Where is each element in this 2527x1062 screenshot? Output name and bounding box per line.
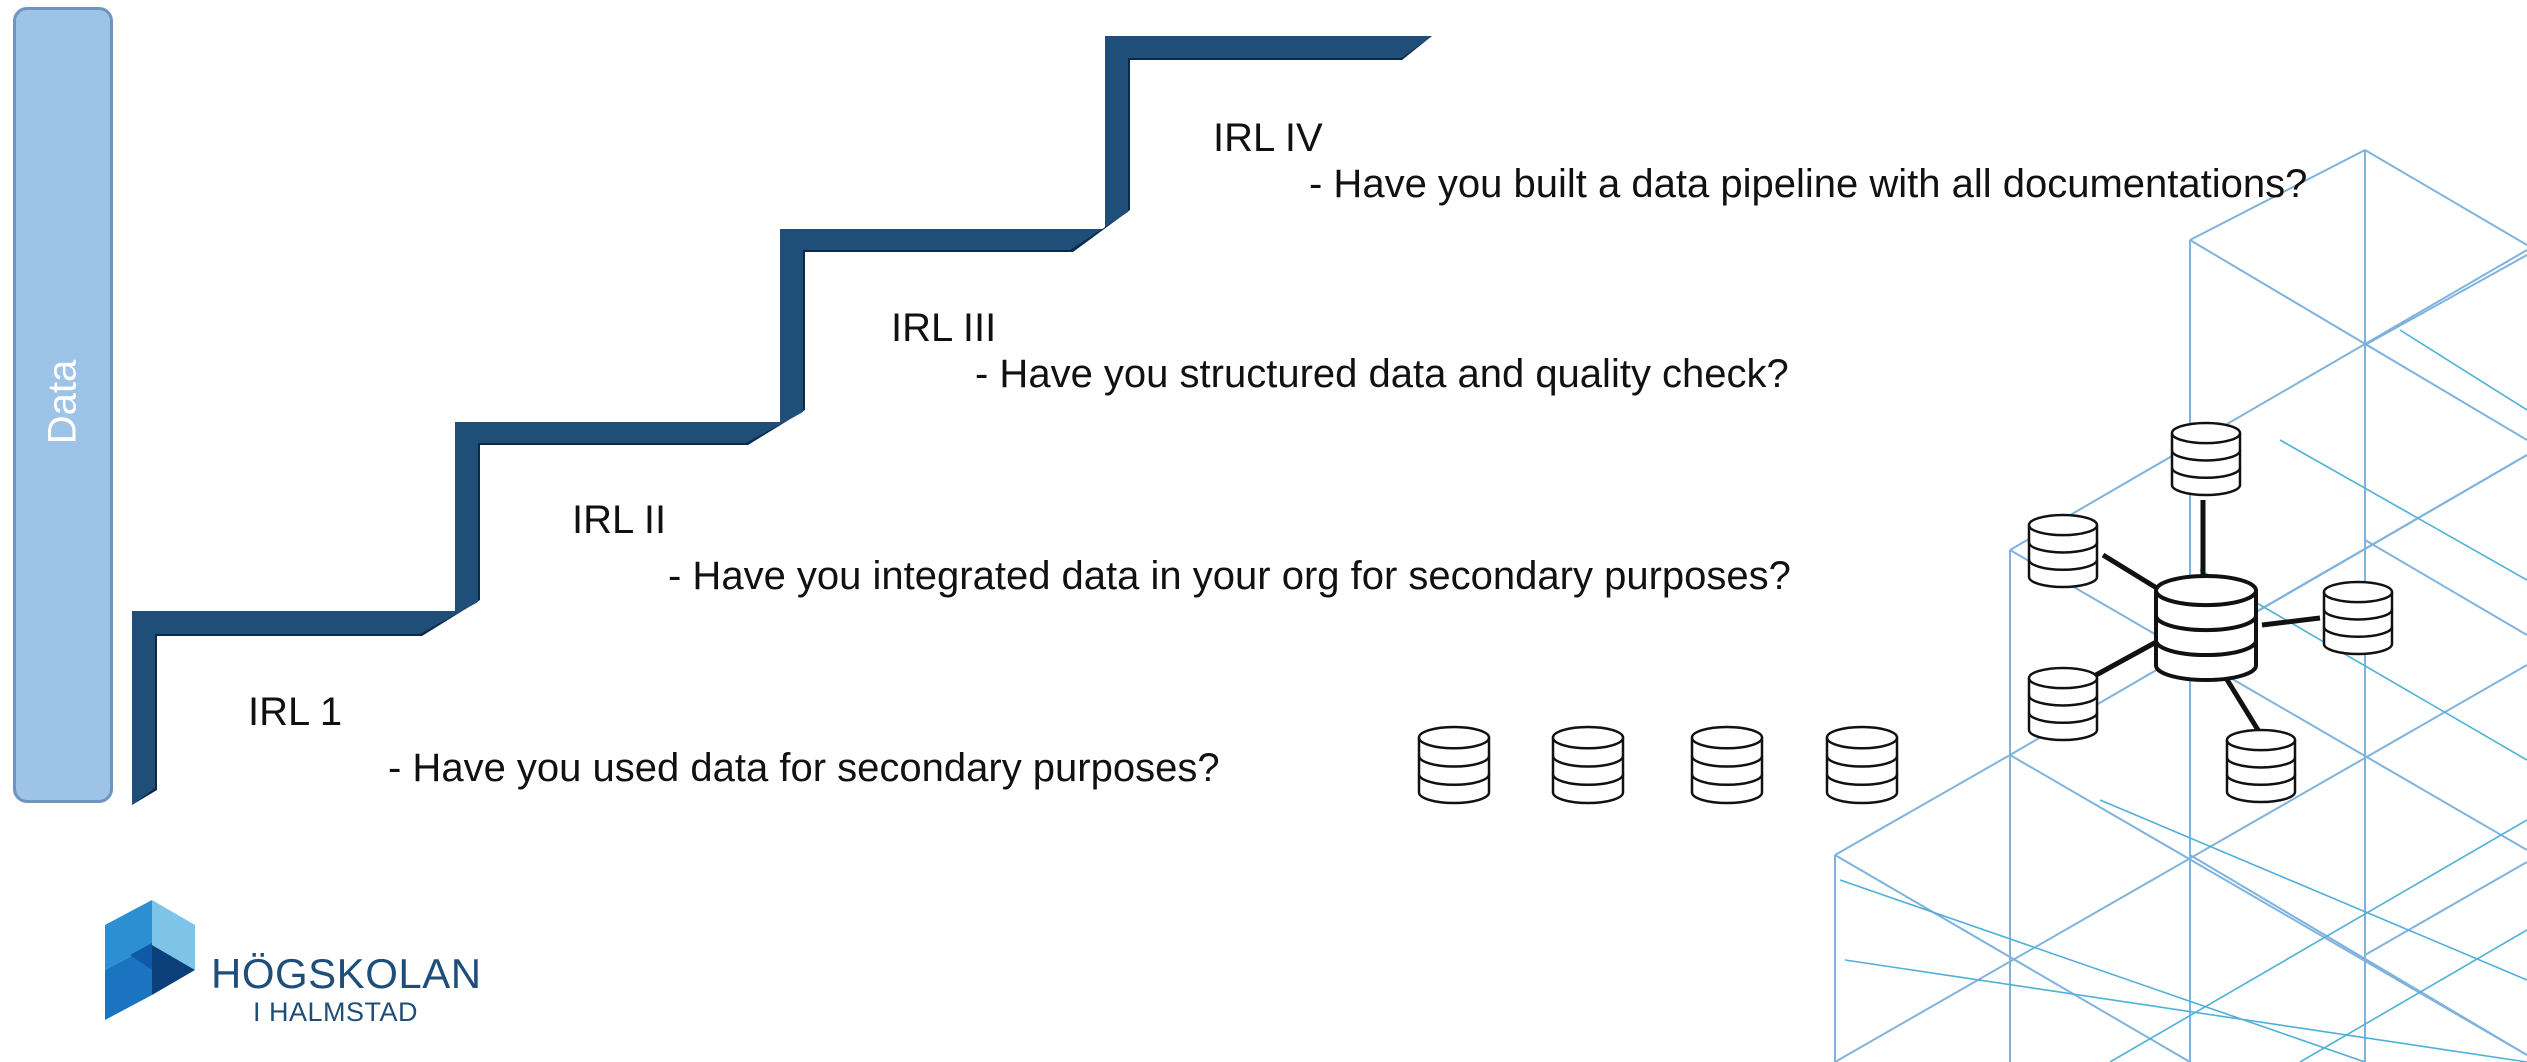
level-3-question: - Have you structured data and quality c… bbox=[975, 352, 1789, 396]
database-icon bbox=[1551, 725, 1625, 805]
level-1-question: - Have you used data for secondary purpo… bbox=[388, 746, 1220, 790]
level-4-title: IRL IV bbox=[1213, 116, 1323, 160]
level-1-title: IRL 1 bbox=[248, 690, 343, 734]
database-icon bbox=[1825, 725, 1899, 805]
database-row bbox=[1417, 725, 1899, 805]
database-icon bbox=[2225, 728, 2297, 804]
hub-database-icon bbox=[2154, 574, 2258, 682]
lattice-background bbox=[1834, 149, 2527, 1062]
staircase bbox=[132, 36, 1432, 805]
database-icon bbox=[1417, 725, 1491, 805]
level-2-title: IRL II bbox=[572, 498, 667, 542]
database-icon bbox=[2322, 580, 2394, 656]
level-3-title: IRL III bbox=[891, 306, 997, 350]
level-2-question: - Have you integrated data in your org f… bbox=[668, 554, 1791, 598]
database-icon bbox=[1690, 725, 1764, 805]
network-nodes bbox=[2027, 421, 2394, 804]
database-icon bbox=[2027, 666, 2099, 742]
logo-text-line2: I HALMSTAD bbox=[253, 997, 419, 1027]
database-icon bbox=[2170, 421, 2242, 497]
university-logo-mark bbox=[105, 900, 195, 1020]
level-4-question: - Have you built a data pipeline with al… bbox=[1309, 162, 2308, 206]
data-side-tab bbox=[13, 7, 113, 803]
database-icon bbox=[2027, 513, 2099, 589]
logo-text-line1: HÖGSKOLAN bbox=[211, 950, 482, 997]
